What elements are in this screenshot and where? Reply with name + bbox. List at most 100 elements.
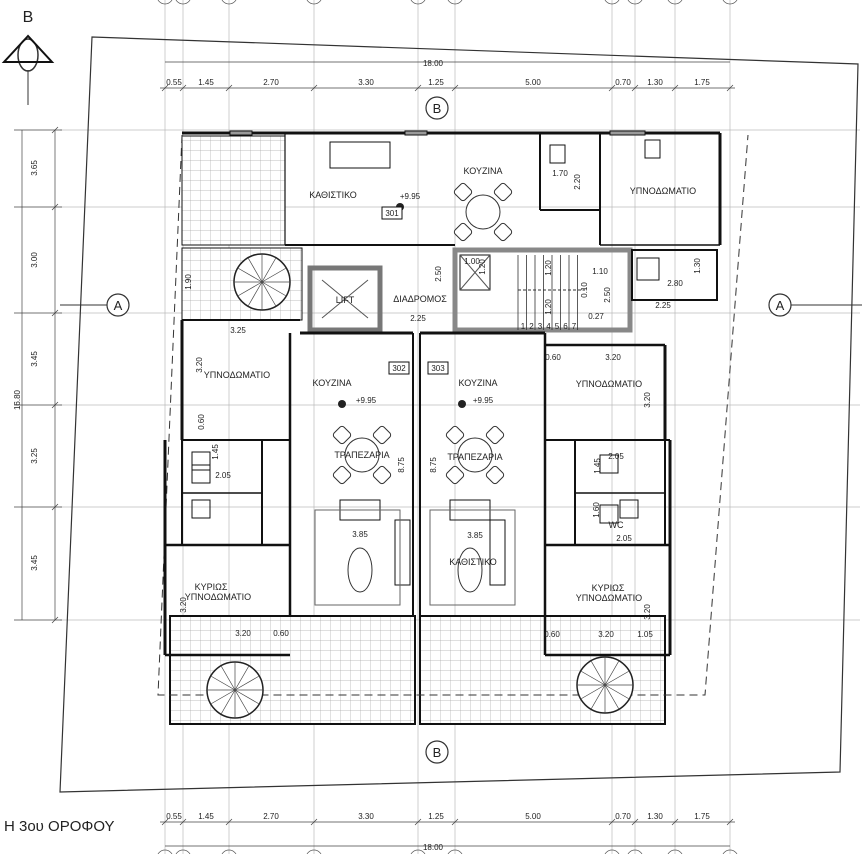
- section-marker-label: A: [114, 298, 123, 313]
- dimension-lines: [14, 61, 735, 847]
- dim: 1.20: [478, 259, 487, 275]
- spiral-step: [237, 281, 263, 297]
- chair: [493, 182, 513, 202]
- section-marker-label: B: [433, 745, 442, 760]
- section-marker-label: A: [776, 298, 785, 313]
- dim: 0.60: [273, 629, 289, 638]
- grid-bubble: [157, 849, 173, 854]
- spiral-step: [234, 689, 250, 715]
- spiral-step: [247, 257, 263, 283]
- dimension-tick: [726, 818, 734, 826]
- chair: [445, 465, 465, 485]
- dim: 2.25: [410, 314, 426, 323]
- room-bedroom: ΥΠΝΟΔΩΜΑΤΙΟ: [576, 379, 642, 389]
- grid-bubble: [221, 849, 237, 854]
- grid-bubble: [722, 0, 738, 5]
- dim: 1.45: [593, 458, 602, 474]
- stair-step-number: 1: [521, 322, 526, 331]
- dim: 3.85: [352, 530, 368, 539]
- spiral-step: [234, 689, 260, 705]
- shower-tray: [636, 257, 660, 281]
- dimension-tick: [161, 84, 169, 92]
- dim: 3.20: [179, 597, 188, 613]
- dimension-tick: [51, 309, 59, 317]
- shaft-cross: [459, 254, 491, 291]
- dimension-tick: [671, 84, 679, 92]
- level-marker-icon: [338, 400, 346, 408]
- spiral-step: [261, 281, 277, 307]
- room-master-bedroom: ΥΠΝΟΔΩΜΑΤΙΟ: [576, 593, 642, 603]
- dim-left-total: 16.80: [13, 389, 22, 410]
- dim-bottom-segment: 5.00: [525, 812, 541, 821]
- grid-bubble: [447, 0, 463, 5]
- dim: 3.20: [195, 357, 204, 373]
- spiral-step: [220, 665, 236, 691]
- dim: 3.20: [605, 353, 621, 362]
- dim: 3.25: [230, 326, 246, 335]
- grid-bubble: [604, 849, 620, 854]
- dim: 2.05: [215, 471, 231, 480]
- grid-bubble: [306, 0, 322, 5]
- dim-top-segment: 2.70: [263, 78, 279, 87]
- dim: 0.60: [545, 353, 561, 362]
- dim: 1.05: [637, 630, 653, 639]
- building-walls: [1, 34, 862, 764]
- spiral-step: [234, 665, 250, 691]
- balcony-tiles: [169, 615, 416, 725]
- room-bedroom: ΥΠΝΟΔΩΜΑΤΙΟ: [204, 370, 270, 380]
- dim-left-segment: 3.45: [30, 555, 39, 571]
- stair-step-number: 4: [546, 322, 551, 331]
- grid-bubble: [306, 849, 322, 854]
- dim: 0.10: [580, 282, 589, 298]
- dimension-tick: [631, 84, 639, 92]
- chair: [485, 425, 505, 445]
- dimension-tick: [161, 818, 169, 826]
- stair-step-number: 6: [563, 322, 568, 331]
- chair: [493, 222, 513, 242]
- spiral-step: [604, 660, 620, 686]
- room-master-bedroom: ΚΥΡΙΩΣ: [592, 583, 625, 593]
- grid-bubble: [667, 0, 683, 5]
- spiral-step: [247, 281, 263, 307]
- room-dining: ΤΡΑΠΕΖΑΡΙΑ: [334, 450, 389, 460]
- dim: 2.25: [655, 301, 671, 310]
- dim-top-segment: 1.45: [198, 78, 214, 87]
- coffee-table: [457, 547, 483, 593]
- level-label: +9.95: [473, 396, 494, 405]
- grid-bubble: [410, 849, 426, 854]
- dim-bottom-segment: 3.30: [358, 812, 374, 821]
- dim-bottom-segment: 1.75: [694, 812, 710, 821]
- spiral-step: [604, 670, 630, 686]
- grid-bubble: [447, 849, 463, 854]
- shower-tray: [191, 464, 211, 484]
- dim: 1.45: [211, 444, 220, 460]
- section-marker-label: B: [433, 101, 442, 116]
- dim-top-segment: 1.30: [647, 78, 663, 87]
- spiral-step: [261, 257, 277, 283]
- grid-bubble: [627, 849, 643, 854]
- spiral-step: [210, 675, 236, 691]
- sofa: [394, 519, 411, 586]
- dimension-tick: [451, 818, 459, 826]
- chair: [485, 465, 505, 485]
- dim-bottom-segment: 0.70: [615, 812, 631, 821]
- dimension-tick: [51, 126, 59, 134]
- chair: [332, 425, 352, 445]
- grid-bubble: [722, 849, 738, 854]
- room-master-bedroom: ΥΠΝΟΔΩΜΑΤΙΟ: [185, 592, 251, 602]
- unit-number-box: [388, 361, 410, 375]
- dim-top-segment: 3.30: [358, 78, 374, 87]
- dimension-tick: [414, 84, 422, 92]
- spiral-step: [220, 689, 236, 715]
- room-wc: WC: [609, 520, 624, 530]
- dimension-tick: [631, 818, 639, 826]
- chair: [372, 465, 392, 485]
- shower-tray: [599, 454, 619, 474]
- level-marker-icon: [458, 400, 466, 408]
- dim: 2.80: [667, 279, 683, 288]
- dim: 1.60: [592, 502, 601, 518]
- room-master-bedroom: ΚΥΡΙΩΣ: [195, 582, 228, 592]
- level-label: +9.95: [400, 192, 421, 201]
- chair: [453, 182, 473, 202]
